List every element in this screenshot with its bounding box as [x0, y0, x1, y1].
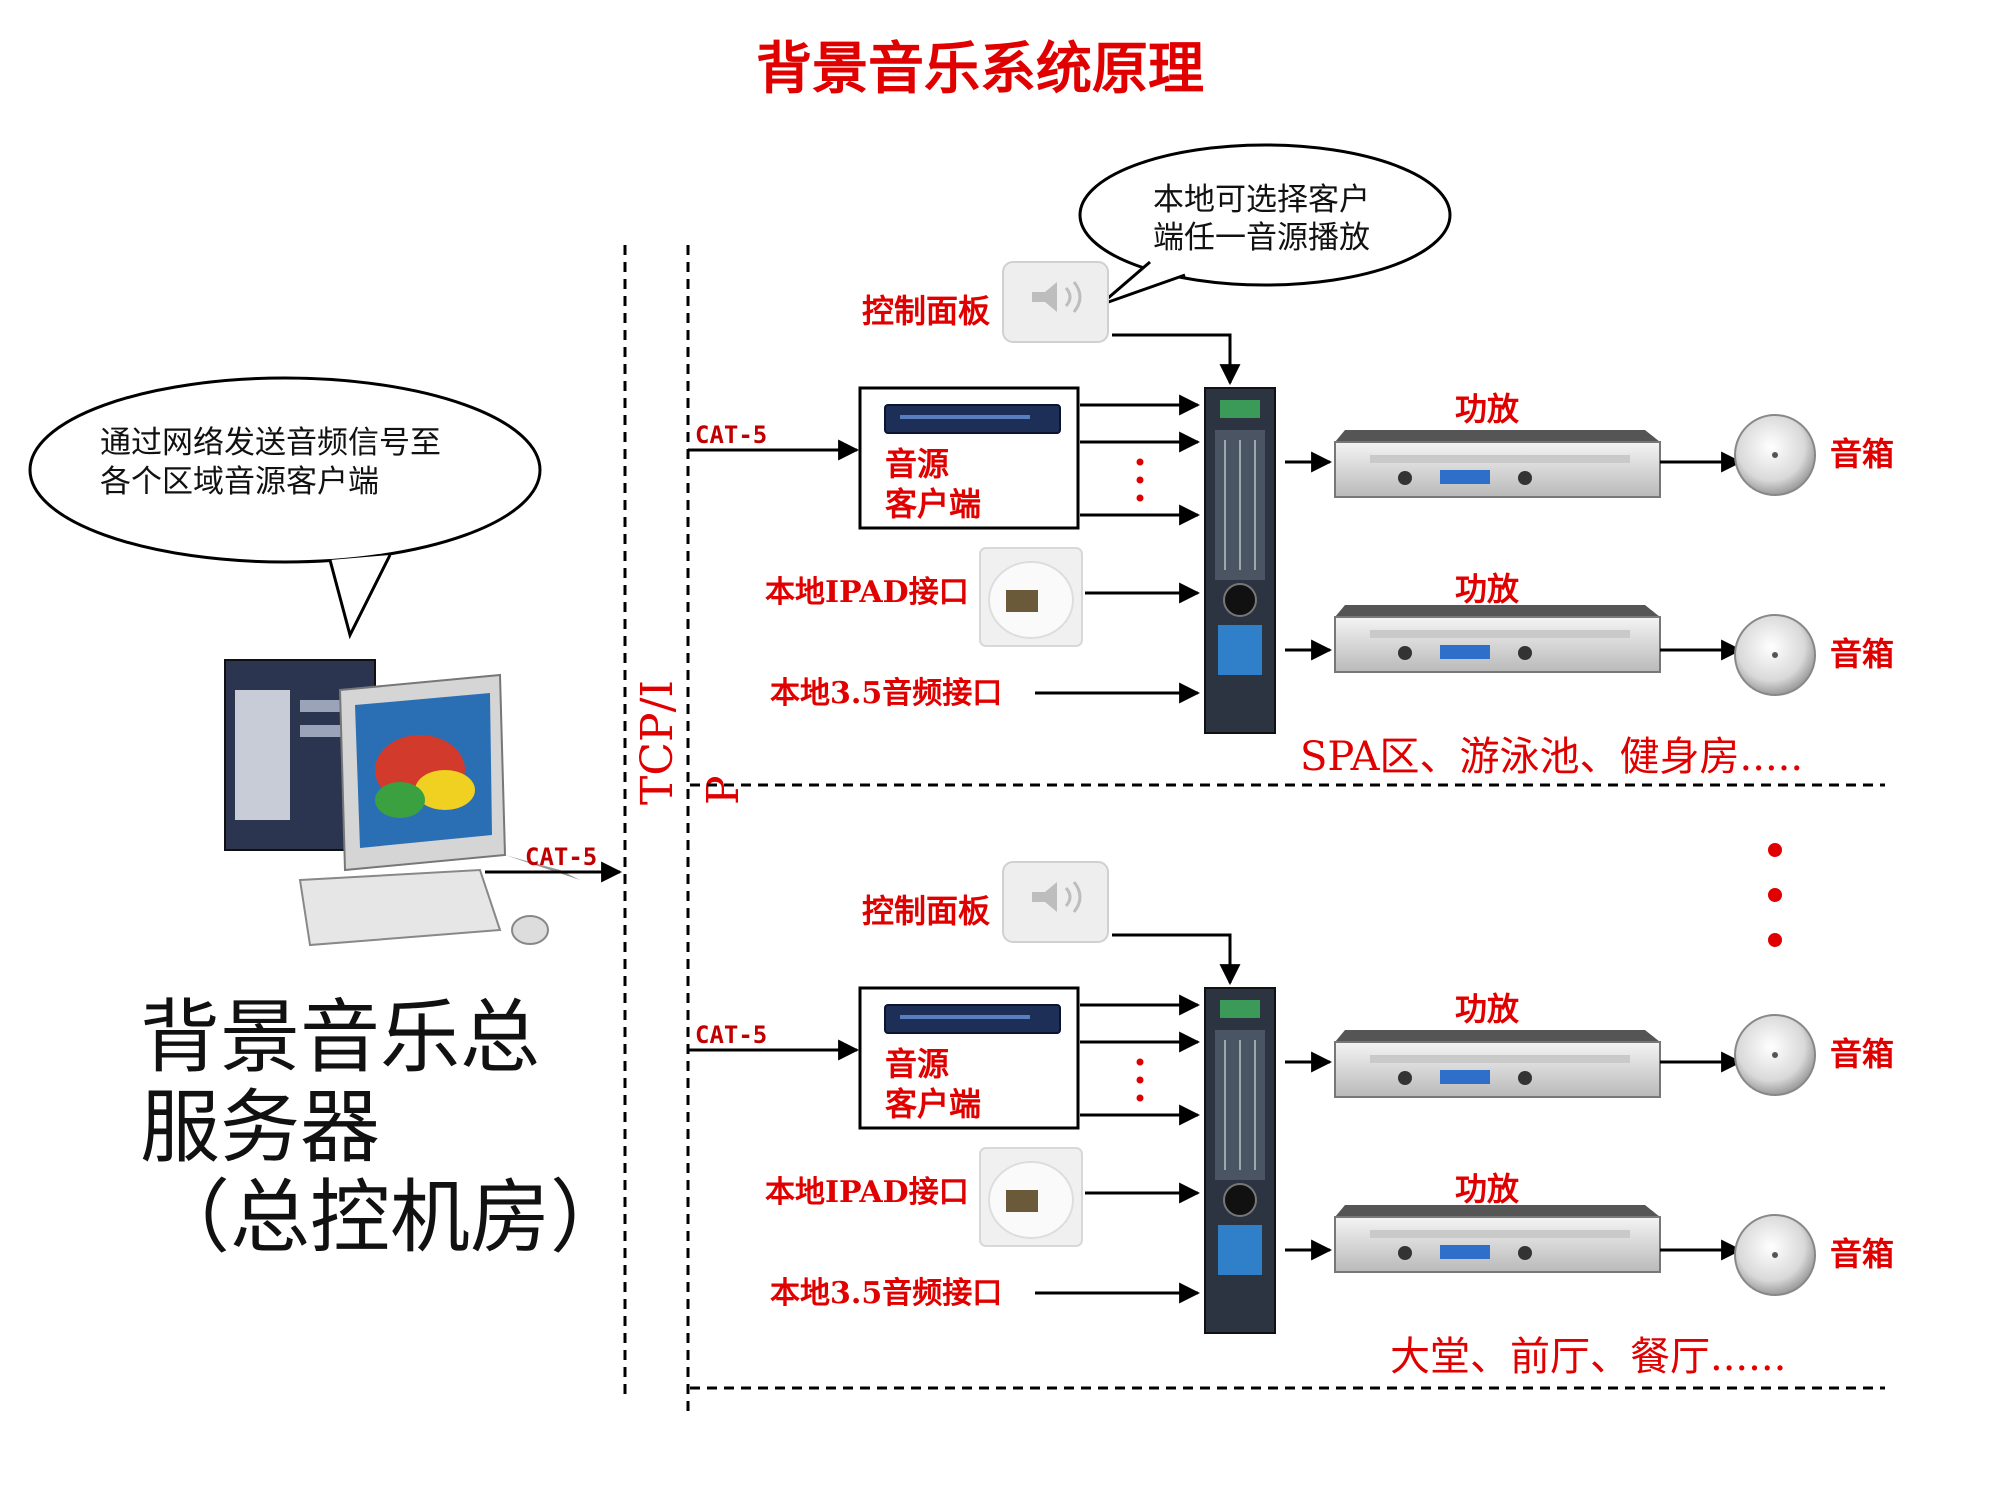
ipad-dock-icon — [979, 1147, 1083, 1247]
amplifier-icon — [1334, 1205, 1661, 1273]
server-label-line-3: （总控机房） — [150, 1171, 630, 1264]
zone-ellipsis-dot-2 — [1768, 888, 1782, 902]
network-label-p: P — [698, 775, 749, 805]
computer-server-icon — [224, 659, 580, 947]
zone-2-source-client-label-1: 音源 — [885, 1045, 949, 1083]
zone-1-area-label: SPA区、游泳池、健身房..... — [1300, 734, 1803, 780]
zone-1-speaker-label-1: 音箱 — [1830, 435, 1894, 473]
diagram-title: 背景音乐系统原理 — [756, 36, 1204, 102]
zone-1-amp-label-1: 功放 — [1455, 390, 1520, 428]
speaker-icon — [1734, 614, 1816, 696]
zone-1: 控制面板 CAT-5 音源 客户端 本地IPAD接口 本地3.5 — [688, 261, 1894, 780]
amplifier-icon — [1334, 605, 1661, 673]
zone-2-aux-label: 本地3.5音频接口 — [770, 1276, 1002, 1311]
ipad-dock-icon — [979, 547, 1083, 647]
zone-ellipsis-dot-1 — [1768, 843, 1782, 857]
zone-1-control-panel-label: 控制面板 — [862, 292, 990, 330]
zone-2-amp-label-2: 功放 — [1455, 1170, 1520, 1208]
server-label-line-2: 服务器 — [140, 1081, 380, 1174]
server-link-label: CAT-5 — [525, 843, 597, 871]
zone-1-speaker-label-2: 音箱 — [1830, 635, 1894, 673]
panel-callout: 本地可选择客户 端任一音源播放 — [1078, 143, 1452, 307]
panel-callout-line-2: 端任一音源播放 — [1153, 220, 1370, 256]
server-callout: 通过网络发送音频信号至 各个区域音源客户端 — [28, 376, 542, 640]
zone-2-cat-label: CAT-5 — [695, 1021, 767, 1049]
speaker-icon — [1734, 1014, 1816, 1096]
server-label-line-1: 背景音乐总 — [140, 991, 540, 1084]
zone-1-source-client-label-1: 音源 — [885, 445, 949, 483]
zone-1-source-client-label-2: 客户端 — [885, 485, 981, 523]
zone-1-ipad-label: 本地IPAD接口 — [765, 575, 969, 610]
network-label-tcp: TCP/I — [632, 680, 683, 805]
panel-callout-line-1: 本地可选择客户 — [1153, 182, 1370, 218]
zone-ellipsis-dot-3 — [1768, 933, 1782, 947]
zone-2-speaker-label-2: 音箱 — [1830, 1235, 1894, 1273]
server-callout-line-1: 通过网络发送音频信号至 — [100, 425, 441, 461]
control-panel-icon — [1002, 261, 1109, 343]
zone-1-cat-label: CAT-5 — [695, 421, 767, 449]
zone-2-amp-label-1: 功放 — [1455, 990, 1520, 1028]
mixer-icon — [1204, 387, 1276, 734]
zone-1-aux-label: 本地3.5音频接口 — [770, 676, 1002, 711]
audio-player-icon — [884, 1004, 1061, 1034]
zone-2-speaker-label-1: 音箱 — [1830, 1035, 1894, 1073]
zone-2: 控制面板 CAT-5 音源 客户端 本地IPAD接口 本地3.5 — [688, 861, 1894, 1380]
zone-2-source-client-label-2: 客户端 — [885, 1085, 981, 1123]
amplifier-icon — [1334, 430, 1661, 498]
zone-2-area-label: 大堂、前厅、餐厅...... — [1390, 1334, 1786, 1380]
speaker-icon — [1734, 414, 1816, 496]
mixer-icon — [1204, 987, 1276, 1334]
control-panel-icon — [1002, 861, 1109, 943]
speaker-icon — [1734, 1214, 1816, 1296]
zone-1-amp-label-2: 功放 — [1455, 570, 1520, 608]
audio-player-icon — [884, 404, 1061, 434]
zone-2-ipad-label: 本地IPAD接口 — [765, 1175, 969, 1210]
zone-2-control-panel-label: 控制面板 — [862, 892, 990, 930]
server-callout-line-2: 各个区域音源客户端 — [100, 464, 379, 500]
amplifier-icon — [1334, 1030, 1661, 1098]
